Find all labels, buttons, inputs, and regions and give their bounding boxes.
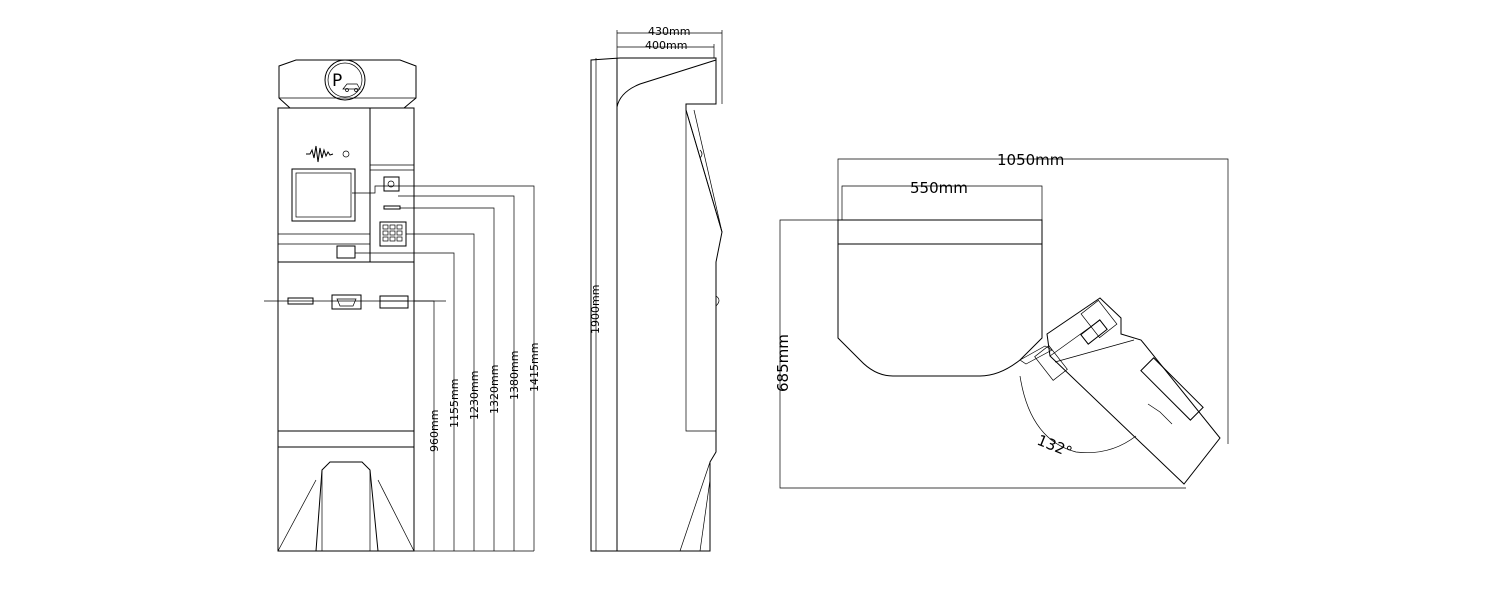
dim-1155: 1155mm	[448, 379, 461, 428]
keypad	[379, 221, 407, 247]
front-view: P	[264, 59, 541, 552]
side-width-inner: 400mm	[645, 39, 687, 52]
ticket-slot	[383, 205, 401, 210]
front-dimension-labels: 960mm 1155mm 1230mm 1320mm 1380mm 1415mm	[428, 343, 541, 452]
top-view: 1050mm 550mm 685mm 132°	[774, 151, 1229, 489]
display-screen	[291, 168, 356, 222]
dim-1230: 1230mm	[468, 371, 481, 420]
card-reader	[383, 176, 400, 192]
speaker-icon	[306, 145, 350, 163]
top-body	[837, 219, 1043, 377]
dim-1415: 1415mm	[528, 343, 541, 392]
receipt-slot	[336, 245, 356, 259]
top-angle: 132°	[1035, 431, 1075, 461]
side-width-outer: 430mm	[648, 25, 690, 38]
coin-slot	[287, 297, 314, 305]
change-dispenser	[379, 295, 409, 309]
parking-logo-icon: P	[324, 59, 366, 101]
side-outline	[590, 57, 723, 552]
top-depth: 685mm	[774, 334, 792, 392]
front-dimension-leaders	[352, 185, 535, 552]
dim-960: 960mm	[428, 410, 441, 452]
parking-logo-letter: P	[332, 71, 342, 91]
side-height: 1900mm	[589, 285, 602, 334]
side-view: 430mm 400mm 1900mm	[589, 25, 723, 552]
dim-1380: 1380mm	[508, 351, 521, 400]
dim-1320: 1320mm	[488, 365, 501, 414]
top-dimension-lines	[779, 158, 1229, 489]
top-overall-width: 1050mm	[997, 151, 1064, 169]
note-acceptor	[331, 294, 362, 310]
angled-unit	[1019, 297, 1221, 485]
front-body	[277, 107, 415, 552]
top-body-width: 550mm	[910, 179, 968, 197]
front-base	[277, 461, 415, 552]
side-dimension-lines	[595, 30, 723, 551]
